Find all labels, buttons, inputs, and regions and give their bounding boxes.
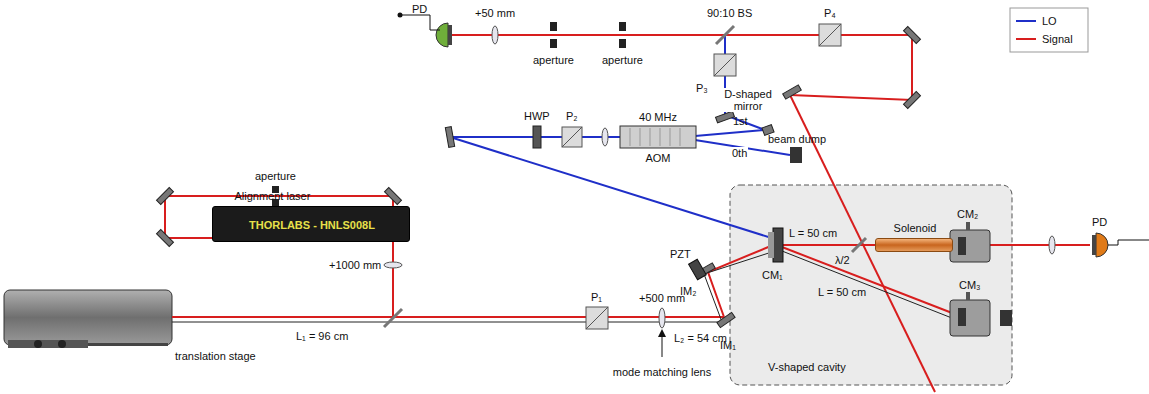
part-label: +50 mm <box>475 7 515 19</box>
laser-head <box>4 290 172 345</box>
part-label: CM₂ <box>957 208 978 220</box>
part-label: IM₁ <box>720 339 736 351</box>
part-label: L = 50 cm <box>818 286 866 298</box>
part-label: mode matching lens <box>607 366 717 378</box>
part-label: PZT <box>670 248 691 260</box>
node-text: AOM <box>645 152 670 164</box>
node-box: Alignment laserTHORLABS - HNLS008L <box>212 206 410 242</box>
node-text: 40 MHz <box>639 111 677 123</box>
part-label: 1st <box>733 115 748 127</box>
part-label: HWP <box>524 110 550 122</box>
node-text: Alignment laser <box>234 190 310 202</box>
part-label: P₃ <box>696 82 708 94</box>
part-label: P₁ <box>591 291 602 303</box>
part-label: IM₂ <box>680 285 697 297</box>
node-text: Solenoid <box>894 222 937 234</box>
node-text: V-shaped cavity <box>768 361 846 373</box>
part-label: CM₁ <box>762 269 783 281</box>
part-label: translation stage <box>175 350 256 362</box>
part-label: 0th <box>731 147 748 159</box>
part-label: L₂ = 54 cm <box>674 332 727 344</box>
node-text: THORLABS - HNLS008L <box>249 219 375 231</box>
legend-label: LO <box>1042 15 1057 27</box>
part-label: PD <box>412 3 427 15</box>
legend-label: Signal <box>1042 33 1073 45</box>
part-label: D-shaped mirror <box>721 88 775 112</box>
part-label: aperture <box>533 54 574 66</box>
part-label: +1000 mm <box>329 259 381 271</box>
part-label: L = 50 cm <box>789 227 837 239</box>
part-label: L₁ = 96 cm <box>296 330 348 342</box>
part-label: P₂ <box>566 110 578 122</box>
part-label: PD <box>1092 216 1107 228</box>
part-label: P₄ <box>824 7 836 19</box>
part-label: beam dump <box>768 133 826 145</box>
part-label: aperture <box>255 170 296 182</box>
part-label: 90:10 BS <box>707 7 752 19</box>
part-label: λ/2 <box>835 254 850 266</box>
part-label: CM₃ <box>959 279 981 291</box>
node-box: Solenoid <box>875 238 953 252</box>
part-label: +500 mm <box>639 292 685 304</box>
node-box: 40 MHzAOM <box>620 126 696 148</box>
part-label: aperture <box>602 54 643 66</box>
